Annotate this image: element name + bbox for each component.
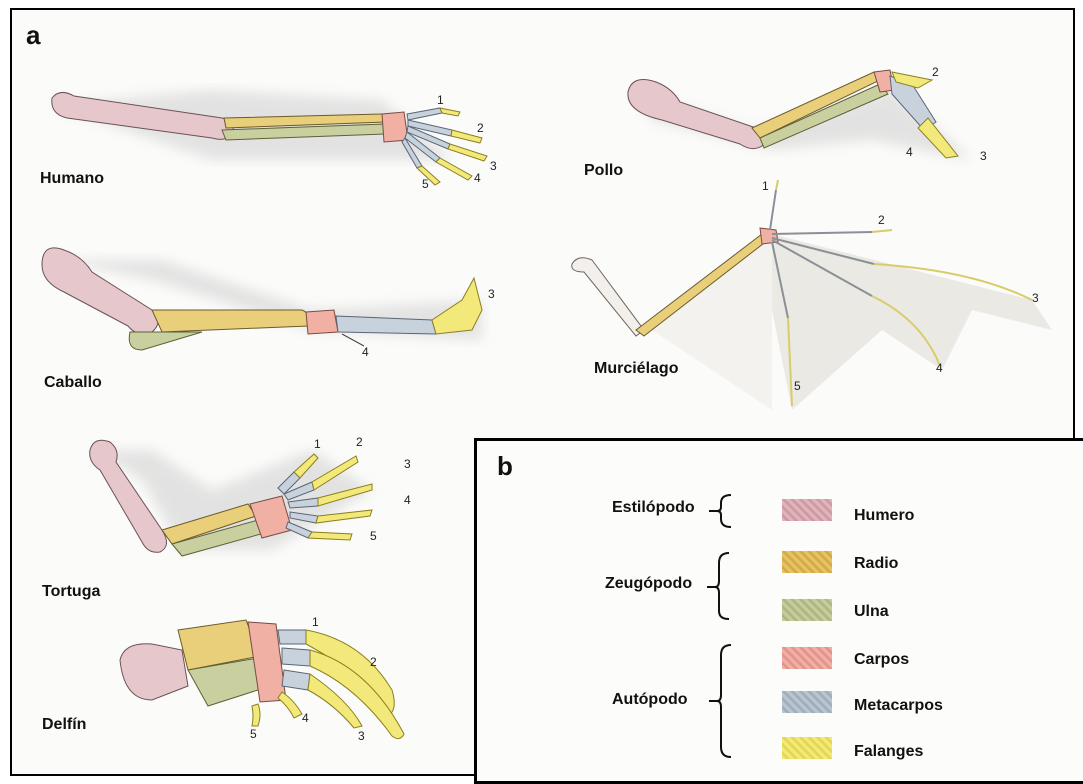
svg-text:3: 3: [358, 729, 365, 743]
svg-text:5: 5: [370, 529, 377, 543]
human-carpals: [382, 112, 408, 142]
label-pollo: Pollo: [584, 162, 623, 180]
swatch-ulna: [782, 599, 832, 621]
region-estilopodo: Estilópodo: [612, 499, 695, 517]
svg-text:5: 5: [250, 727, 257, 741]
bat-humerus: [572, 258, 644, 336]
svg-text:4: 4: [404, 493, 411, 507]
svg-text:2: 2: [477, 121, 484, 135]
svg-text:5: 5: [422, 177, 429, 191]
svg-text:2: 2: [356, 435, 363, 449]
svg-text:5: 5: [794, 379, 801, 393]
svg-text:4: 4: [362, 345, 369, 359]
label-humano: Humano: [40, 170, 104, 188]
svg-text:1: 1: [437, 93, 444, 107]
svg-text:2: 2: [932, 65, 939, 79]
svg-text:4: 4: [474, 171, 481, 185]
swatch-carpos: [782, 647, 832, 669]
svg-text:3: 3: [980, 149, 987, 163]
legend-label-radio: Radio: [854, 555, 898, 573]
svg-text:2: 2: [370, 655, 377, 669]
svg-text:3: 3: [490, 159, 497, 173]
label-delfin: Delfín: [42, 716, 86, 734]
svg-text:1: 1: [762, 179, 769, 193]
region-zeugopodo: Zeugópodo: [605, 575, 692, 593]
label-tortuga: Tortuga: [42, 583, 100, 601]
svg-text:2: 2: [878, 213, 885, 227]
legend-label-carpos: Carpos: [854, 651, 909, 669]
label-caballo: Caballo: [44, 374, 102, 392]
region-autopodo: Autópodo: [612, 691, 688, 709]
swatch-falanges: [782, 737, 832, 759]
svg-text:3: 3: [404, 457, 411, 471]
svg-text:1: 1: [314, 437, 321, 451]
dolphin-humerus: [120, 644, 188, 700]
swatch-metacarpos: [782, 691, 832, 713]
svg-text:4: 4: [936, 361, 943, 375]
legend-label-ulna: Ulna: [854, 603, 889, 621]
svg-text:4: 4: [906, 145, 913, 159]
brace-zeugopodo: [705, 549, 745, 623]
label-murcielago: Murciélago: [594, 360, 678, 378]
dolphin-metacarpals: [278, 630, 310, 690]
panel-b-letter: b: [497, 451, 513, 482]
chicken-wing: 2 4 3: [628, 65, 987, 163]
dolphin-flipper: 1 2 3 4 5: [120, 615, 404, 743]
brace-autopodo: [707, 641, 747, 761]
swatch-radio: [782, 551, 832, 573]
human-arm: 1 2 3 4 5: [52, 90, 497, 191]
turtle-limb: 1 2 3 4 5: [90, 435, 411, 556]
swatch-humero: [782, 499, 832, 521]
horse-leg: 4 3: [42, 248, 495, 359]
svg-text:4: 4: [302, 711, 309, 725]
horse-carpals: [306, 310, 338, 334]
legend-panel: b Estilópodo Zeugópodo Autópodo Humero R…: [474, 438, 1083, 784]
horse-ulna: [129, 332, 202, 350]
brace-estilopodo: [707, 491, 747, 531]
svg-text:1: 1: [312, 615, 319, 629]
legend-label-falanges: Falanges: [854, 743, 923, 761]
legend-label-metacarpos: Metacarpos: [854, 697, 943, 715]
svg-text:3: 3: [488, 287, 495, 301]
chicken-humerus: [628, 80, 765, 149]
svg-text:3: 3: [1032, 291, 1039, 305]
legend-label-humero: Humero: [854, 507, 914, 525]
horse-radius: [152, 310, 309, 332]
